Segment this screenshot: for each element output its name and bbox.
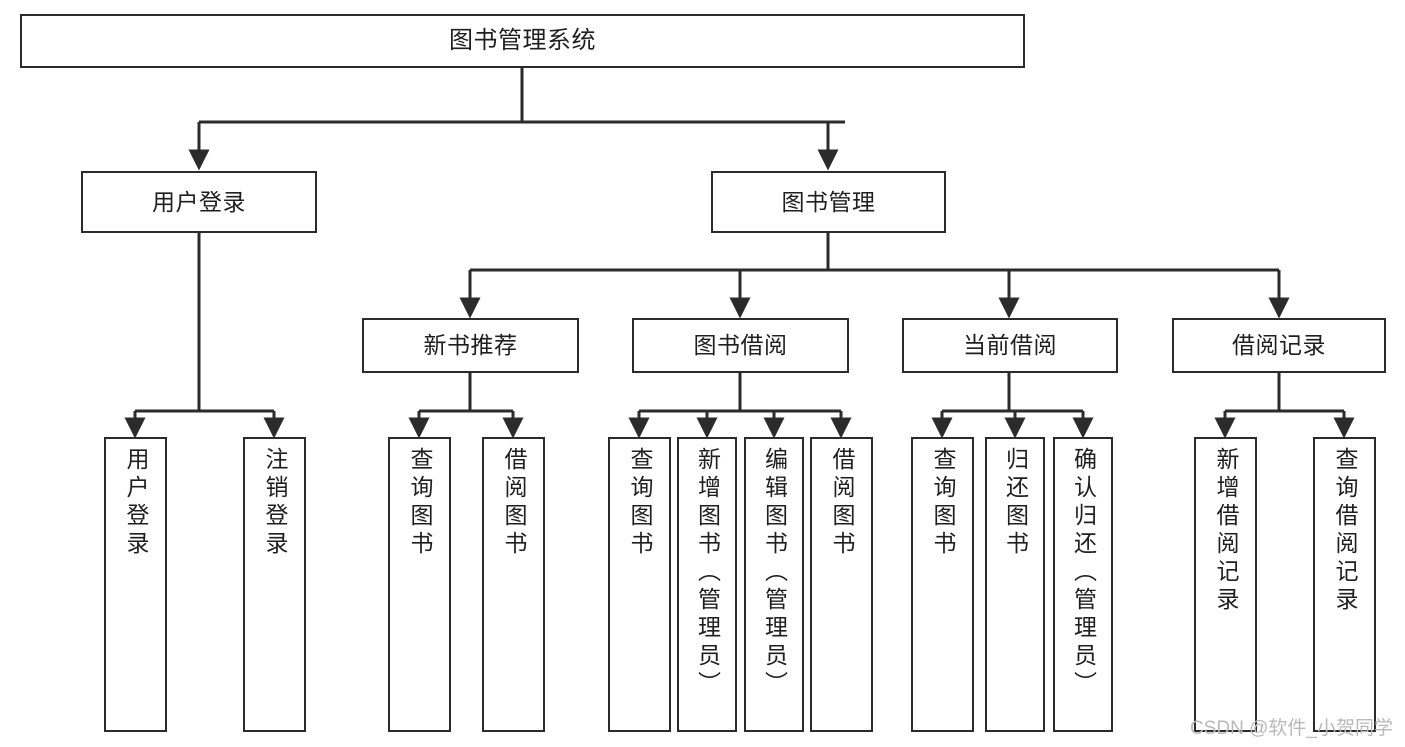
node-leaf-borrow-book-1[interactable]: 借阅图书: [482, 437, 545, 732]
node-leaf-confirm-return[interactable]: 确认归还（管理员）: [1053, 437, 1113, 732]
node-root-system[interactable]: 图书管理系统: [20, 14, 1025, 68]
node-new-book-rec[interactable]: 新书推荐: [362, 318, 579, 373]
node-leaf-query-book-2-label: 查询图书: [627, 447, 653, 559]
node-leaf-user-login[interactable]: 用户登录: [104, 437, 167, 732]
node-leaf-borrow-book-2-label: 借阅图书: [829, 447, 855, 559]
node-leaf-add-book[interactable]: 新增图书（管理员）: [677, 437, 737, 732]
node-leaf-return-book[interactable]: 归还图书: [985, 437, 1045, 732]
node-leaf-borrow-book-1-label: 借阅图书: [501, 447, 527, 559]
node-leaf-borrow-book-2[interactable]: 借阅图书: [810, 437, 873, 732]
node-current-borrow-label: 当前借阅: [963, 332, 1057, 359]
node-borrow-record[interactable]: 借阅记录: [1172, 318, 1386, 373]
node-leaf-confirm-return-label: 确认归还（管理员）: [1070, 447, 1097, 699]
node-book-borrow-label: 图书借阅: [693, 332, 788, 359]
node-root-label: 图书管理系统: [449, 27, 596, 55]
node-book-borrow[interactable]: 图书借阅: [632, 318, 849, 373]
node-leaf-user-login-label: 用户登录: [123, 447, 149, 559]
node-leaf-user-logout[interactable]: 注销登录: [243, 437, 306, 732]
node-borrow-record-label: 借阅记录: [1232, 332, 1326, 359]
node-user-login-label: 用户登录: [152, 188, 246, 215]
node-leaf-query-book-3-label: 查询图书: [930, 447, 956, 559]
node-leaf-add-book-label: 新增图书（管理员）: [694, 447, 721, 699]
node-leaf-return-book-label: 归还图书: [1002, 447, 1029, 559]
node-current-borrow[interactable]: 当前借阅: [902, 318, 1118, 373]
node-leaf-add-record[interactable]: 新增借阅记录: [1194, 437, 1257, 732]
node-leaf-edit-book-label: 编辑图书（管理员）: [761, 447, 788, 699]
node-book-manage[interactable]: 图书管理: [711, 171, 946, 233]
node-book-manage-label: 图书管理: [781, 188, 876, 215]
node-leaf-query-book-3[interactable]: 查询图书: [911, 437, 974, 732]
node-leaf-edit-book[interactable]: 编辑图书（管理员）: [744, 437, 804, 732]
node-new-book-rec-label: 新书推荐: [423, 332, 518, 359]
node-leaf-user-logout-label: 注销登录: [262, 447, 288, 559]
node-leaf-query-record[interactable]: 查询借阅记录: [1313, 437, 1376, 732]
node-leaf-query-book-1[interactable]: 查询图书: [388, 437, 451, 732]
node-leaf-query-record-label: 查询借阅记录: [1332, 447, 1358, 615]
node-leaf-add-record-label: 新增借阅记录: [1213, 447, 1239, 615]
node-leaf-query-book-1-label: 查询图书: [407, 447, 433, 559]
node-leaf-query-book-2[interactable]: 查询图书: [608, 437, 671, 732]
csdn-watermark: CSDN @软件_小贺同学: [1190, 718, 1393, 739]
node-user-login[interactable]: 用户登录: [81, 171, 317, 233]
